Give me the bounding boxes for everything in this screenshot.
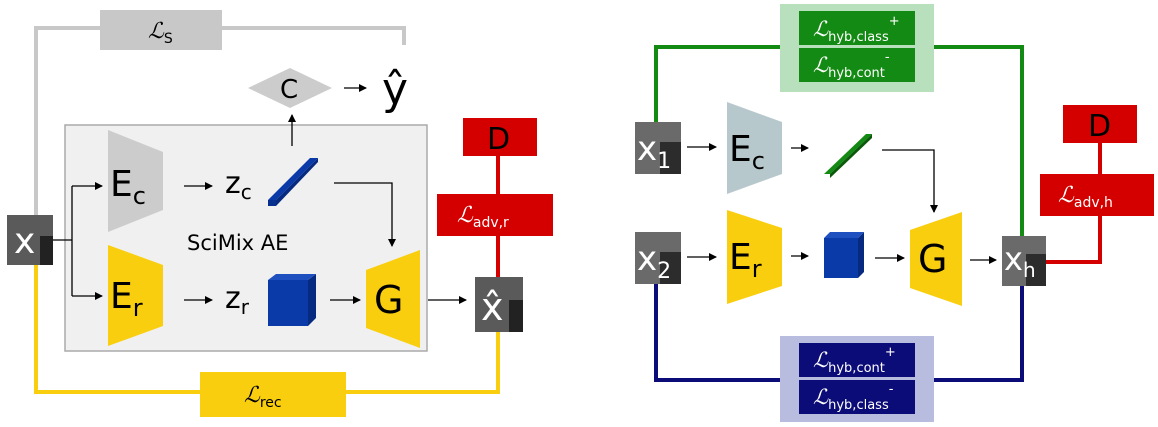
z-r-cube-top (268, 274, 316, 280)
encoder-r-shape (108, 245, 163, 346)
encoder-c-label: Ec (110, 164, 146, 210)
loss-adv-h-label: ℒadv,h (1058, 183, 1113, 211)
loss-rec-label: ℒrec (244, 383, 282, 411)
generator-label-right: G (918, 237, 947, 281)
z-r-cube-right-top (824, 232, 864, 238)
x-hat-label: x̂ (481, 285, 504, 329)
classifier-label: C (280, 75, 298, 105)
loss-rec-box (200, 372, 346, 417)
loss-bottom-item-1-label: ℒhyb,class- (813, 382, 894, 413)
arrow-zc-to-g (334, 182, 396, 247)
encoder-r-shape-right (727, 210, 782, 304)
loss-top-item-1-label: ℒhyb,cont- (813, 50, 890, 81)
x1-tile-shade (660, 142, 681, 174)
discriminator-label-left: D (487, 122, 510, 157)
loss-bottom-item-0-label: ℒhyb,cont+ (813, 345, 896, 376)
z-r-label: zr (225, 281, 250, 319)
encoder-c-shape (108, 130, 163, 232)
z-r-cube-right-side (858, 232, 864, 278)
generator-shape-right (910, 212, 962, 306)
input-x-tile-shade (40, 236, 53, 265)
z-c-label: zc (225, 166, 252, 204)
generator-shape (366, 250, 420, 348)
z-c-slab-bottom (268, 200, 276, 206)
loss-adv-r-box (437, 194, 553, 236)
loss-top-item-0-box (799, 11, 915, 45)
generator-label: G (374, 278, 403, 322)
z-c-slab-side (276, 158, 318, 206)
z-c-slab-right (824, 134, 872, 174)
z-r-cube (268, 280, 308, 326)
z-c-slab (268, 158, 318, 200)
z-r-cube-right (824, 238, 858, 278)
xh-tile-shade (1026, 254, 1046, 286)
classifier-diamond (248, 68, 332, 108)
z-r-cube-side (308, 274, 316, 326)
encoder-r-label-right: Er (729, 237, 762, 283)
x2-label: x2 (637, 239, 671, 284)
loss-s-label: ℒS (148, 19, 173, 47)
encoder-c-shape-right (727, 102, 782, 194)
right-panel: ℒhyb,class+ ℒhyb,cont- x1 x2 Ec Er (635, 4, 1154, 422)
discriminator-box-right (1063, 105, 1137, 143)
encoder-r-label: Er (110, 276, 143, 322)
input-x-label: x (14, 221, 35, 262)
z-c-slab-right-side (830, 134, 872, 178)
encoder-c-label-right: Ec (729, 129, 765, 175)
xh-label: xh (1004, 240, 1036, 282)
loss-bottom-item-1-box (799, 380, 915, 414)
arrow-slab-to-g (882, 149, 938, 213)
loss-adv-r-label: ℒadv,r (457, 203, 509, 231)
loss-top-item-0-label: ℒhyb,class+ (813, 14, 900, 45)
x-hat-tile-shade (509, 300, 523, 332)
loss-adv-h-box (1040, 174, 1154, 216)
loss-bottom-item-0-box (799, 343, 915, 377)
discriminator-label-right: D (1088, 109, 1111, 144)
discriminator-box-left (463, 118, 537, 156)
scimix-ae-label: SciMix AE (187, 231, 288, 255)
x1-label: x1 (637, 129, 671, 174)
left-panel: ℒS SciMix AE C ŷ x Ec Er (7, 10, 553, 417)
loss-top-item-1-box (799, 48, 915, 82)
loss-s-box (100, 10, 222, 50)
y-hat-label: ŷ (382, 64, 408, 115)
x2-tile-shade (660, 252, 681, 284)
